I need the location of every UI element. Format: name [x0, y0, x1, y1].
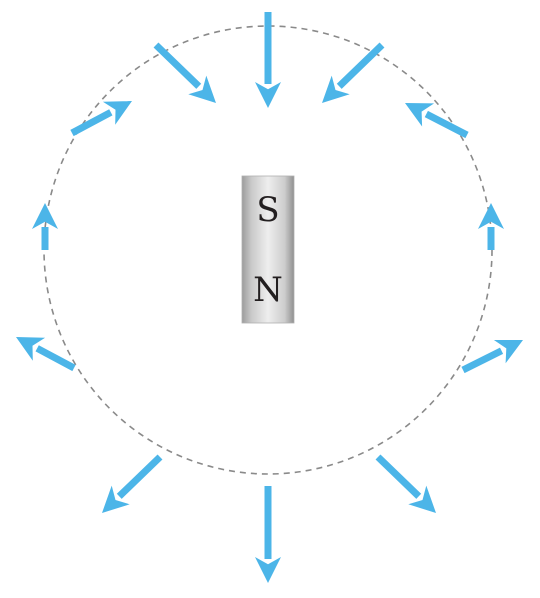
- arrow-left-mid-head: [32, 203, 58, 229]
- field-arrows: [16, 12, 523, 583]
- arrow-top: [255, 12, 281, 108]
- arrow-top-left-head: [188, 75, 216, 103]
- arrow-top-right: [322, 42, 385, 103]
- arrow-bottom-right: [375, 454, 436, 513]
- arrow-right-lower-shaft: [461, 347, 504, 374]
- arrow-right-mid: [478, 203, 504, 250]
- arrow-bottom-left-head: [102, 485, 130, 513]
- arrow-right-upper-shaft: [424, 110, 469, 139]
- arrow-left-upper: [70, 101, 132, 137]
- arrow-right-upper: [405, 103, 469, 139]
- arrow-left-lower: [16, 337, 76, 372]
- arrow-bottom: [255, 486, 281, 583]
- arrow-right-upper-head: [405, 103, 435, 127]
- arrow-left-upper-shaft: [70, 109, 113, 137]
- north-pole-label: N: [253, 270, 283, 310]
- arrow-top-left: [153, 42, 216, 103]
- arrow-bottom-right-shaft: [375, 454, 422, 499]
- south-pole-label: S: [256, 190, 279, 230]
- arrow-right-lower: [461, 340, 523, 374]
- arrow-left-upper-head: [102, 101, 132, 125]
- arrow-top-left-shaft: [153, 42, 202, 89]
- arrow-right-lower-head: [493, 340, 523, 364]
- arrow-bottom-head: [255, 557, 281, 583]
- arrow-bottom-left: [102, 454, 163, 513]
- bar-magnet: S N: [241, 175, 295, 324]
- arrow-left-mid: [32, 203, 58, 250]
- magnet-body: [241, 175, 295, 324]
- arrow-bottom-right-head: [408, 485, 436, 513]
- arrow-right-mid-head: [478, 203, 504, 229]
- arrow-left-lower-shaft: [35, 345, 76, 372]
- arrow-top-head: [255, 82, 281, 108]
- arrow-top-right-shaft: [336, 42, 385, 89]
- arrow-left-lower-head: [16, 337, 46, 361]
- arrow-top-right-head: [322, 75, 350, 103]
- arrow-bottom-left-shaft: [116, 454, 163, 499]
